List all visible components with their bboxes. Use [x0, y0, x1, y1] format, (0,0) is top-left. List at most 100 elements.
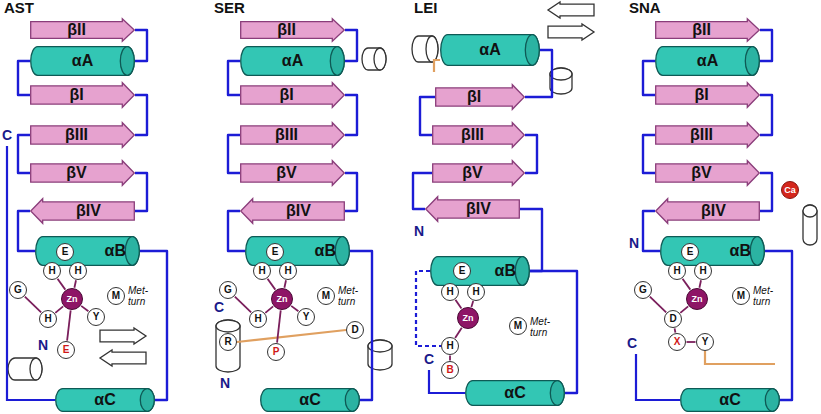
element-label: Zn [463, 314, 474, 323]
element-label: Ca [784, 186, 796, 195]
element-label: H [699, 266, 706, 276]
element-label: βIII [690, 127, 713, 143]
residue-circle: H [668, 262, 686, 280]
ligand-bond [449, 356, 451, 361]
element-label: M [112, 291, 120, 301]
residue-circle: E [56, 243, 74, 261]
element-label: βII [692, 22, 711, 38]
disulfide-line [705, 351, 775, 364]
helix-outline [550, 68, 572, 94]
beta-strand: βV [432, 160, 525, 186]
terminus-label: N [629, 236, 639, 251]
ligand-bond [455, 328, 462, 338]
chain-loop [643, 211, 660, 251]
element-label: βII [277, 22, 296, 38]
helix-outline [550, 68, 572, 80]
chain-loop [345, 173, 357, 211]
ligand-bond [471, 301, 473, 307]
element-label: E [687, 247, 694, 257]
helix-body [466, 381, 565, 406]
alpha-helix: αA [30, 46, 135, 76]
helix-body [31, 47, 135, 76]
panel-title: AST [4, 0, 34, 17]
element-label: Zn [277, 295, 288, 304]
residue-circle: Y [696, 333, 714, 351]
alpha-helix: αC [465, 380, 565, 406]
helix-body [431, 257, 530, 286]
strand-body [241, 83, 345, 108]
terminus-label: N [414, 224, 424, 239]
chain-loop [18, 61, 30, 95]
residue-circle: R [219, 333, 237, 351]
chain-loop [413, 173, 432, 209]
residue-circle: H [441, 337, 459, 355]
element-label: βV [66, 165, 86, 181]
terminus-label: N [38, 338, 48, 353]
element-label: αA [697, 53, 718, 69]
helix-outline [216, 320, 240, 332]
helix-outline [550, 68, 572, 94]
ligand-bond [81, 306, 88, 311]
chain-loop [530, 271, 577, 393]
beta-strand: βV [30, 160, 135, 186]
ligand-bond [74, 280, 76, 287]
strand-body [656, 19, 760, 42]
element-label: αC [299, 392, 320, 408]
helix-end [550, 381, 564, 406]
residue-circle: B [441, 361, 459, 379]
terminus-label: C [627, 336, 637, 351]
element-label: αC [504, 385, 525, 401]
helix-body [36, 237, 140, 266]
residue-circle: M [107, 287, 125, 305]
helix-outline [216, 320, 240, 372]
ligand-bond [277, 310, 281, 342]
chain-loop [760, 30, 772, 61]
residue-circle: X [668, 333, 686, 351]
panel-title: SER [214, 0, 245, 17]
strand-body [436, 85, 525, 110]
beta-strand: βV [655, 160, 760, 186]
element-label: Zn [692, 295, 703, 304]
helix-end [745, 47, 759, 76]
ligand-bond [674, 328, 677, 332]
beta-strand: βII [655, 18, 760, 42]
strand-outline [548, 2, 594, 18]
residue-circle: H [69, 262, 87, 280]
residue-circle: H [467, 283, 485, 301]
chain-loop [135, 30, 147, 61]
helix-outline [412, 36, 438, 62]
residue-circle: H [694, 262, 712, 280]
element-label: βI [279, 87, 293, 103]
element-label: M [737, 291, 745, 301]
chain-loop [760, 95, 772, 135]
element-label: βI [467, 89, 481, 105]
met-turn-label: Met-turn [128, 285, 158, 307]
ligand-bond [687, 341, 696, 343]
chain-loop [135, 173, 147, 211]
element-label: H [74, 266, 81, 276]
ligand-bond [25, 297, 41, 313]
chain-loop [765, 251, 792, 400]
helix-outline [426, 36, 438, 62]
residue-circle: H [441, 283, 459, 301]
strand-outline [100, 350, 146, 366]
element-label: αA [72, 53, 93, 69]
helix-outline [8, 358, 42, 380]
element-label: Y [702, 337, 709, 347]
helix-end [345, 389, 359, 412]
strand-body [426, 197, 520, 222]
element-label: βI [69, 87, 83, 103]
beta-strand: βIII [240, 122, 345, 148]
chain-loop [135, 95, 147, 135]
element-label: H [254, 314, 261, 324]
element-label: βIII [65, 127, 88, 143]
element-label: Y [303, 312, 310, 322]
alpha-helix: αA [655, 46, 760, 76]
element-label: E [63, 345, 70, 355]
strand-body [433, 123, 525, 148]
chain-loop [228, 211, 245, 251]
element-label: αB [730, 243, 751, 259]
helix-end [335, 237, 349, 266]
element-label: αC [719, 392, 740, 408]
strand-body [31, 199, 135, 224]
